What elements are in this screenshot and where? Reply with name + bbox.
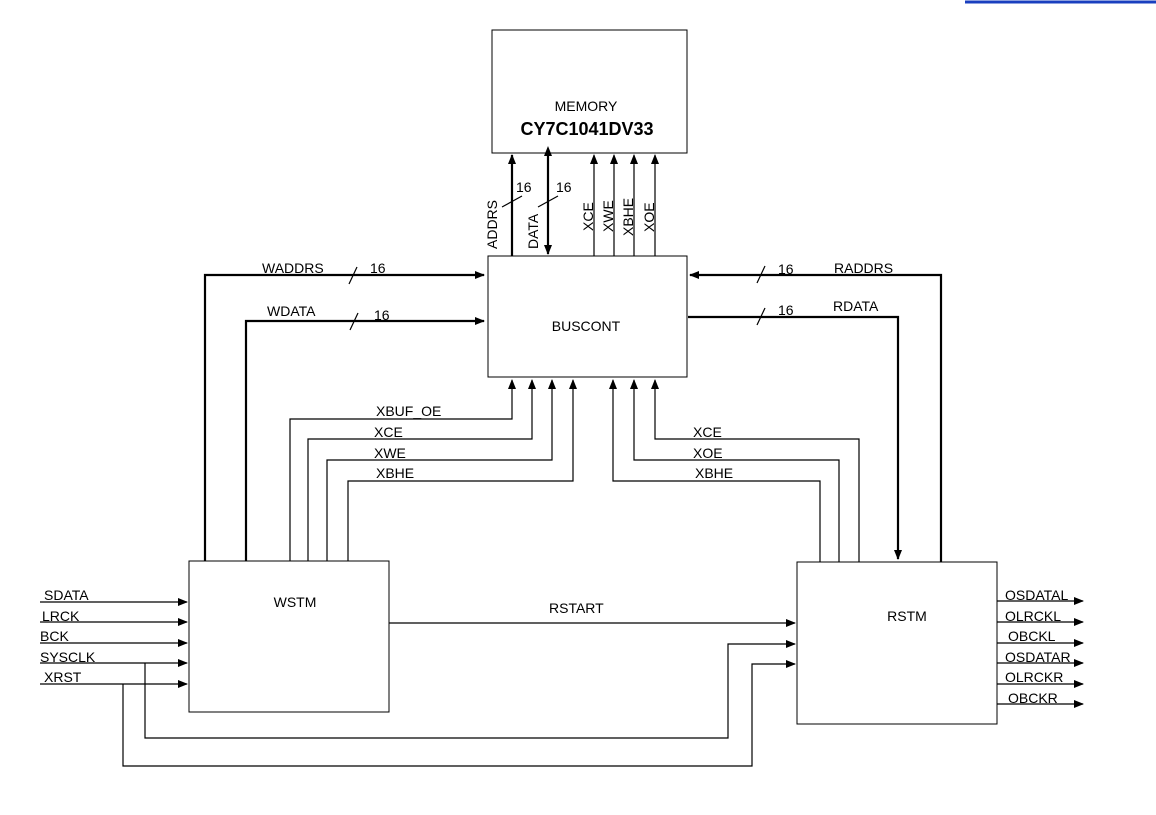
w-xce-line <box>307 379 536 561</box>
memory-block: MEMORY CY7C1041DV33 <box>491 29 688 154</box>
raddrs-bus <box>689 271 943 562</box>
w-xce-label: XCE <box>374 424 403 440</box>
r-xce-line <box>651 379 860 562</box>
out-olrckl-label: OLRCKL <box>1005 608 1061 624</box>
wstm-block: WSTM <box>188 560 390 713</box>
w-xwe-label: XWE <box>374 445 406 461</box>
xrst-to-rstm-line <box>122 660 796 767</box>
buscont-label: BUSCONT <box>552 318 621 334</box>
wdata-bus <box>244 317 485 561</box>
rstart-label: RSTART <box>549 600 604 616</box>
out-olrckr-label: OLRCKR <box>1005 669 1063 685</box>
rstm-block: RSTM <box>796 561 998 725</box>
out-osdatal-label: OSDATAL <box>1005 587 1068 603</box>
memory-buscont-signals: 16 ADDRS 16 DATA XCE XWE XBHE XOE <box>484 146 659 256</box>
memory-part-number: CY7C1041DV33 <box>520 119 653 139</box>
r-xbhe-label: XBHE <box>695 465 733 481</box>
buscont-block: BUSCONT <box>487 255 688 378</box>
rstart-signal: RSTART <box>389 600 796 627</box>
data-width-slash <box>537 195 559 208</box>
memory-title: MEMORY <box>555 98 618 114</box>
mem-xwe-label: XWE <box>600 200 616 232</box>
rdata-width-slash <box>756 307 766 326</box>
mem-xoe-label: XOE <box>641 202 657 232</box>
wstm-label: WSTM <box>274 594 317 610</box>
mem-xbhe-label: XBHE <box>620 198 636 236</box>
sysclk-to-rstm-line <box>144 640 796 739</box>
out-obckr-label: OBCKR <box>1008 690 1058 706</box>
out-obckl-label: OBCKL <box>1008 628 1056 644</box>
wdata-label: WDATA <box>267 303 316 319</box>
waddrs-bus <box>203 271 485 561</box>
input-signals: SDATA LRCK BCK SYSCLK XRST <box>40 587 796 767</box>
wdata-width-slash <box>349 312 359 331</box>
raddrs-width: 16 <box>778 261 794 277</box>
w-xwe-line <box>326 379 556 561</box>
rstm-label: RSTM <box>887 608 927 624</box>
waddrs-width-slash <box>348 266 358 285</box>
in-sdata-label: SDATA <box>44 587 89 603</box>
in-sysclk-label: SYSCLK <box>40 649 96 665</box>
read-side-signals: RADDRS 16 RDATA 16 XCE XOE XBHE <box>609 260 943 562</box>
rdata-label: RDATA <box>833 298 879 314</box>
in-bck-label: BCK <box>40 628 69 644</box>
raddrs-width-slash <box>756 265 766 284</box>
r-xce-label: XCE <box>693 424 722 440</box>
data-label: DATA <box>525 213 541 249</box>
r-xbhe-line <box>609 379 821 562</box>
addrs-label: ADDRS <box>484 200 500 249</box>
wdata-width: 16 <box>374 307 390 323</box>
addrs-width: 16 <box>516 179 532 195</box>
waddrs-label: WADDRS <box>262 260 324 276</box>
xbuf-oe-line <box>289 379 516 561</box>
data-width: 16 <box>556 179 572 195</box>
r-xoe-line <box>630 379 840 562</box>
r-xoe-label: XOE <box>693 445 723 461</box>
mem-xce-label: XCE <box>580 202 596 231</box>
w-xbhe-line <box>347 379 577 561</box>
xbuf-oe-label: XBUF_OE <box>376 403 441 419</box>
w-xbhe-label: XBHE <box>376 465 414 481</box>
write-side-signals: WADDRS 16 WDATA 16 XBUF_OE XCE XWE XBHE <box>203 260 577 561</box>
output-signals: OSDATAL OLRCKL OBCKL OSDATAR OLRCKR OBCK… <box>997 587 1084 708</box>
out-osdatar-label: OSDATAR <box>1005 649 1071 665</box>
addrs-width-slash <box>501 195 523 208</box>
waddrs-width: 16 <box>370 260 386 276</box>
raddrs-label: RADDRS <box>834 260 893 276</box>
in-lrck-label: LRCK <box>42 608 80 624</box>
in-xrst-label: XRST <box>44 669 82 685</box>
rdata-bus <box>688 315 902 560</box>
rdata-width: 16 <box>778 302 794 318</box>
